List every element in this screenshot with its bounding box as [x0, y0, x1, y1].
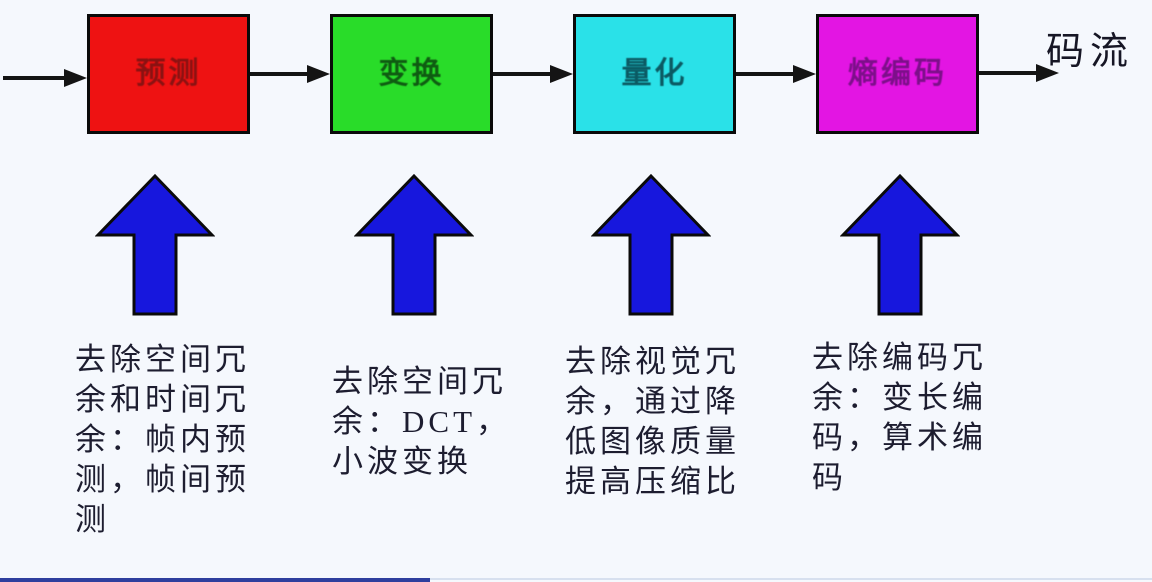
- up-arrow-icon: [591, 173, 711, 316]
- flow-arrow-icon: [493, 65, 573, 83]
- flow-arrow-icon: [250, 65, 330, 83]
- stage-label: 变换: [378, 57, 445, 90]
- stage-label: 熵编码: [848, 57, 947, 90]
- stage-description-line: 小波变换: [332, 444, 472, 479]
- stage-description-line: 低图像质量: [565, 424, 740, 459]
- stage-box: 量化: [573, 14, 736, 134]
- stage-description-line: 测，帧间预: [75, 462, 250, 497]
- stage-description-line: 余：帧内预: [75, 422, 250, 457]
- stage-label: 量化: [621, 57, 688, 90]
- stage-description: 去除编码冗余：变长编码，算术编码: [812, 338, 1017, 498]
- bottom-edge-line-light: [0, 578, 1152, 580]
- stage-description-line: 去除视觉冗: [565, 344, 740, 379]
- stage-description: 去除空间冗余和时间冗余：帧内预测，帧间预测: [75, 340, 280, 540]
- stage-description-line: 去除空间冗: [75, 342, 250, 377]
- stage-description-line: 余：变长编: [812, 380, 987, 415]
- stage-description: 去除空间冗余：DCT， 小波变换: [332, 362, 537, 482]
- stage-description-line: 码: [812, 460, 847, 495]
- stage-box: 熵编码: [816, 14, 979, 134]
- bottom-edge-line-dark: [0, 578, 430, 582]
- stage-description-line: 码，算术编: [812, 420, 987, 455]
- stage-description-line: 余，通过降: [565, 384, 740, 419]
- up-arrow-icon: [95, 173, 215, 316]
- up-arrow-icon: [354, 173, 474, 316]
- flow-arrow-icon: [736, 65, 816, 83]
- stage-description-line: 去除编码冗: [812, 340, 987, 375]
- up-arrow-icon: [840, 173, 960, 316]
- stage-label: 预测: [135, 57, 202, 90]
- stage-description-line: 余和时间冗: [75, 382, 250, 417]
- bitstream-label: 码流: [1046, 31, 1135, 73]
- stage-description-line: 提高压缩比: [565, 464, 740, 499]
- input-flow-arrow-icon: [3, 69, 87, 87]
- stage-box: 变换: [330, 14, 493, 134]
- stage-description-line: 余：DCT，: [332, 404, 511, 439]
- output-flow-arrow-icon: [979, 64, 1059, 82]
- stage-box: 预测: [87, 14, 250, 134]
- stage-description-line: 测: [75, 502, 110, 537]
- stage-description-line: 去除空间冗: [332, 364, 507, 399]
- stage-description: 去除视觉冗余，通过降低图像质量提高压缩比: [565, 342, 770, 502]
